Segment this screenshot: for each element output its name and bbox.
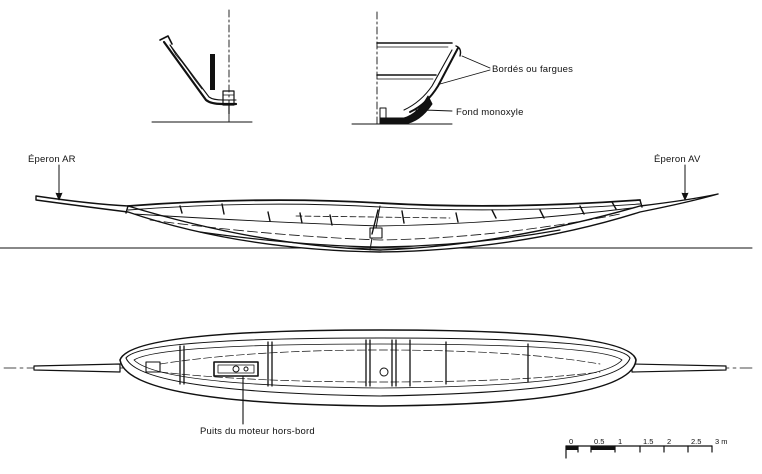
scale-tick-label: 0.5 bbox=[594, 437, 604, 446]
scale-bar bbox=[565, 445, 713, 459]
scale-tick-label: 2.5 bbox=[691, 437, 701, 446]
label-eperon-ar: Éperon AR bbox=[28, 154, 76, 165]
side-elevation bbox=[0, 164, 753, 253]
label-fond: Fond monoxyle bbox=[456, 107, 524, 118]
label-borde: Bordés ou fargues bbox=[492, 64, 573, 75]
scale-tick-label: 2 bbox=[667, 437, 671, 446]
scale-tick-label: 1 bbox=[618, 437, 622, 446]
scale-tick-labels: 0 0.5 1 1.5 2 2.5 3 m bbox=[569, 437, 728, 446]
label-eperon-av: Éperon AV bbox=[654, 154, 701, 165]
scale-tick-label: 3 m bbox=[715, 437, 728, 446]
scale-tick-label: 1.5 bbox=[643, 437, 653, 446]
scale-tick-label: 0 bbox=[569, 437, 573, 446]
plan-view bbox=[3, 329, 755, 425]
label-puits: Puits du moteur hors-bord bbox=[200, 426, 315, 437]
cross-section-left bbox=[151, 9, 253, 123]
cross-section-right bbox=[351, 11, 491, 125]
